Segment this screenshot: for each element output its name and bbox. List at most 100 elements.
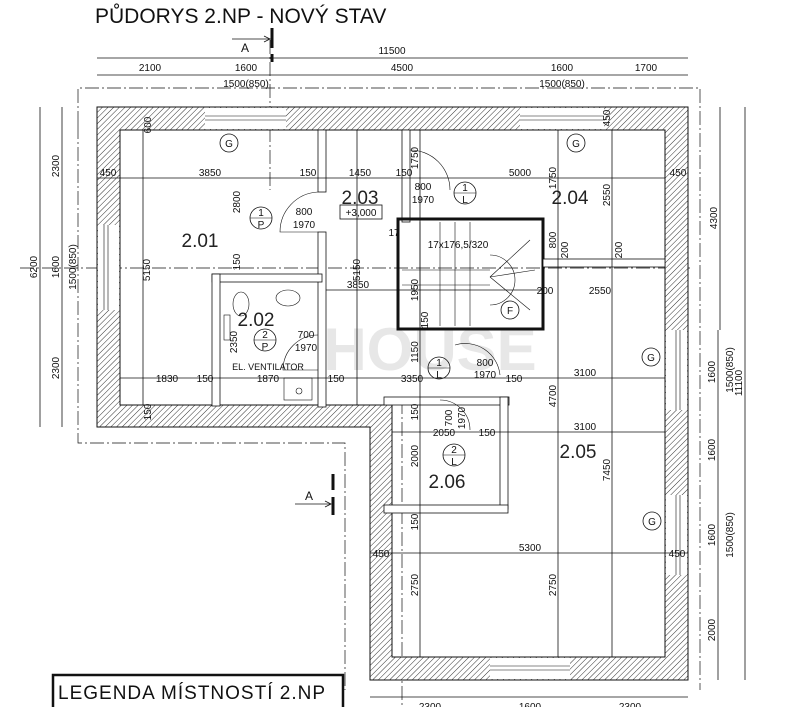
room-2-04: 2.04 — [552, 188, 589, 209]
dim-label: 3100 — [574, 368, 597, 379]
door-tag: 2 L 700 1970 — [442, 406, 468, 468]
door-height: 1970 — [457, 406, 468, 429]
section-marker-top: A — [232, 28, 274, 62]
dim-label: 1830 — [156, 374, 179, 385]
dim-label: 2300 — [619, 702, 642, 707]
dim-label: 2350 — [229, 330, 240, 353]
legend-title: LEGENDA MÍSTNOSTÍ 2.NP — [58, 683, 326, 704]
staircase — [402, 222, 536, 326]
dim-label: 150 — [420, 311, 431, 328]
dim-label: 3350 — [401, 374, 424, 385]
dim-label: 150 — [396, 168, 413, 179]
dim-label: 1500(850) — [68, 244, 79, 290]
room-2-03: 2.03 — [342, 188, 379, 209]
door-side: P — [262, 342, 269, 353]
dimensions-right: 4300 11100 1600 1600 1600 2000 1500(850)… — [707, 206, 745, 641]
g-symbol: G — [648, 517, 656, 528]
dimensions-left: 6200 2300 1600 2300 1500(850) — [29, 154, 79, 379]
dim-label: 3850 — [347, 280, 370, 291]
door-height: 1970 — [474, 370, 497, 381]
windows — [98, 108, 687, 679]
dim-label: 1600 — [235, 63, 258, 74]
dim-label: 150 — [232, 253, 243, 270]
door-side: L — [462, 195, 468, 206]
exterior-walls — [96, 106, 689, 681]
dim-label: 5150 — [352, 258, 363, 281]
watermark: HOUSE — [323, 316, 536, 383]
door-side: L — [436, 370, 442, 381]
door-width: 700 — [444, 409, 455, 426]
dim-label: 11100 — [734, 369, 745, 396]
dim-label: 2300 — [51, 154, 62, 177]
room-2-05: 2.05 — [560, 442, 597, 463]
section-marker-bottom: A — [295, 474, 335, 515]
dim-label: 1450 — [349, 168, 372, 179]
dim-label: 150 — [506, 374, 523, 385]
dim-label: 2550 — [602, 183, 613, 206]
dim-label: 4300 — [709, 206, 720, 229]
dim-label: 2000 — [707, 618, 718, 641]
dimension-lines — [39, 57, 746, 680]
dim-label: 5000 — [509, 168, 532, 179]
dim-label: 3100 — [574, 422, 597, 433]
dim-label: 150 — [479, 428, 496, 439]
dimensions-top: 11500 2100 1600 4500 1600 1700 1500(850)… — [139, 46, 658, 90]
door-tag: 1 L 800 1970 — [412, 181, 477, 206]
dim-label: 7450 — [602, 458, 613, 481]
dim-label: 800 — [548, 231, 559, 248]
room-2-02: 2.02 — [238, 310, 275, 331]
dim-label: 450 — [100, 168, 117, 179]
door-tag: 1 P 800 1970 — [249, 206, 316, 231]
door-tag: 1 L 800 1970 — [427, 356, 497, 381]
dim-label: 2050 — [433, 428, 456, 439]
symbols: G G G G F — [219, 133, 662, 531]
dim-label: 150 — [197, 374, 214, 385]
dim-label: 2300 — [419, 702, 442, 707]
dim-label: 150 — [410, 513, 421, 530]
dim-label: 600 — [143, 116, 154, 133]
dim-label: 1600 — [707, 523, 718, 546]
dim-label: 1950 — [410, 278, 421, 301]
dim-label: 200 — [560, 241, 571, 258]
g-symbol: G — [225, 139, 233, 150]
door-height: 1970 — [412, 195, 435, 206]
dim-label: 1750 — [410, 146, 421, 169]
axis-lines — [20, 40, 701, 707]
dim-label: 150 — [300, 168, 317, 179]
door-tags: 1 P 800 1970 2 P 700 1970 1 L 800 1970 1… — [249, 181, 497, 468]
dim-label: 200 — [537, 286, 554, 297]
dim-label: 2000 — [410, 444, 421, 467]
dim-label: 450 — [373, 549, 390, 560]
dim-label: 2750 — [548, 573, 559, 596]
dim-label: 1600 — [707, 438, 718, 461]
door-width: 800 — [415, 182, 432, 193]
dim-label: 6200 — [29, 255, 40, 278]
door-side: L — [451, 457, 457, 468]
door-number: 2 — [262, 330, 268, 341]
dim-label: 1500(850) — [725, 512, 736, 558]
room-labels: 2.01 2.02 2.03 2.04 2.05 2.06 +3,000 EL.… — [182, 188, 597, 493]
stair-count: 17 — [388, 228, 400, 239]
door-tag: 2 P 700 1970 — [253, 328, 318, 354]
dim-label: 1600 — [51, 255, 62, 278]
dim-label: 5300 — [519, 543, 542, 554]
dim-label: 1750 — [548, 166, 559, 189]
g-symbol: G — [647, 353, 655, 364]
door-swings — [279, 149, 501, 431]
dim-label: 1500(850) — [539, 79, 585, 90]
dim-label: 1500(850) — [725, 347, 736, 393]
door-width: 800 — [477, 358, 494, 369]
room-2-06: 2.06 — [429, 472, 466, 493]
door-number: 1 — [462, 183, 468, 194]
door-height: 1970 — [293, 220, 316, 231]
level-tag: +3,000 — [346, 208, 377, 219]
dim-label: 2300 — [51, 356, 62, 379]
door-width: 800 — [296, 207, 313, 218]
door-height: 1970 — [295, 343, 318, 354]
dim-label: 150 — [143, 403, 154, 420]
fixture-label: EL. VENTILATOR — [232, 362, 304, 372]
dim-label: 150 — [410, 403, 421, 420]
g-symbol: G — [572, 139, 580, 150]
dim-label: 2100 — [139, 63, 162, 74]
